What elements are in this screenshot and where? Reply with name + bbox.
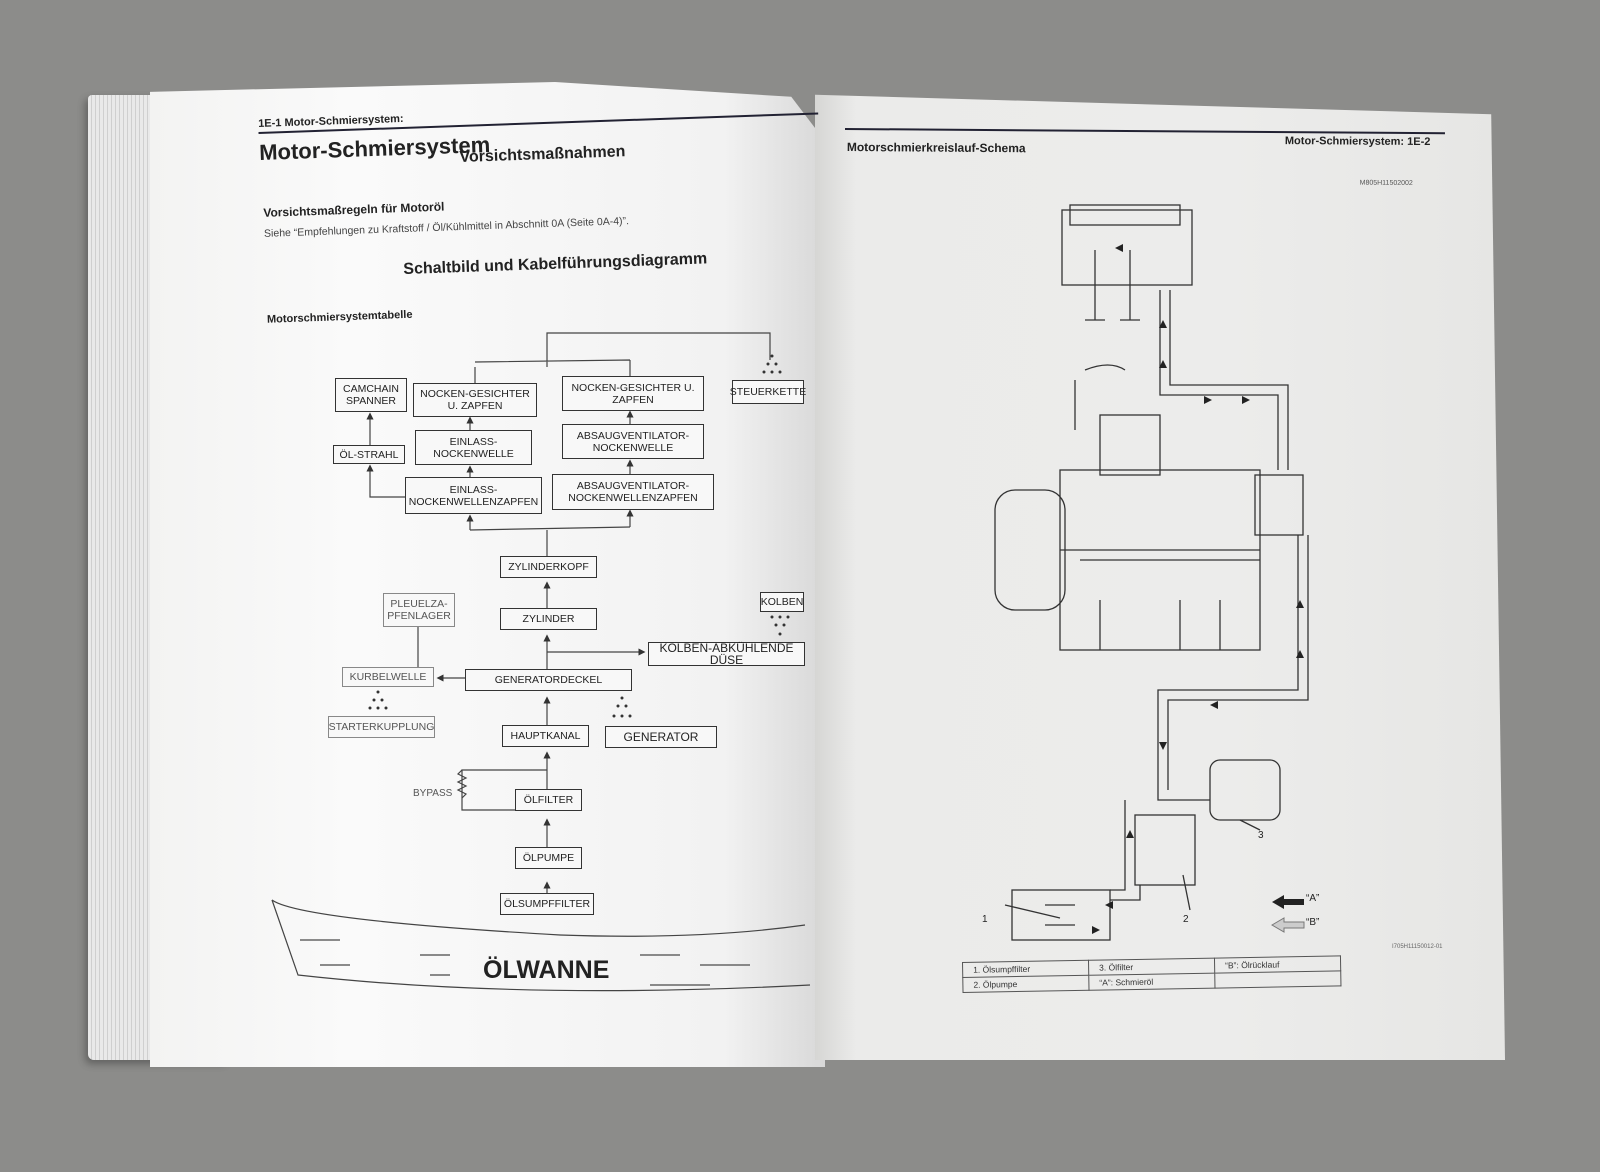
box-oelsumpffilter: ÖLSUMPFFILTER — [500, 893, 594, 915]
box-nocken-gesichter-right: NOCKEN-GESICHTER U. ZAPFEN — [562, 376, 704, 411]
box-pleuelzapfenlager: PLEUELZA- PFENLAGER — [383, 593, 455, 627]
oil-drip-icons — [368, 354, 790, 718]
callout-3: 3 — [1258, 830, 1264, 841]
box-einlass-nockenwelle: EINLASS- NOCKENWELLE — [415, 430, 532, 465]
box-einlass-zapfen: EINLASS- NOCKENWELLENZAPFEN — [405, 477, 542, 514]
box-oelfilter: ÖLFILTER — [515, 789, 582, 811]
box-generatordeckel: GENERATORDECKEL — [465, 669, 632, 691]
box-generator: GENERATOR — [605, 726, 717, 748]
box-kolben: KOLBEN — [760, 592, 804, 612]
arrow-b-label: “B” — [1306, 917, 1320, 928]
box-absaug-zapfen: ABSAUGVENTILATOR- NOCKENWELLENZAPFEN — [552, 474, 714, 510]
oelwanne-label: ÖLWANNE — [483, 956, 610, 984]
box-hauptkanal: HAUPTKANAL — [502, 725, 589, 747]
arrow-a-label: “A” — [1306, 893, 1320, 904]
arrow-a-icon — [1272, 895, 1304, 909]
callout-2: 2 — [1183, 914, 1189, 925]
bypass-label: BYPASS — [413, 788, 453, 799]
box-oelpumpe: ÖLPUMPE — [515, 847, 582, 869]
legend-cell: 2. Ölpumpe — [962, 975, 1090, 993]
box-oel-strahl: ÖL-STRAHL — [333, 445, 405, 464]
box-kurbelwelle: KURBELWELLE — [342, 667, 434, 687]
box-zylinderkopf: ZYLINDERKOPF — [500, 556, 597, 578]
figure-code: I705H11150012-01 — [1392, 944, 1443, 950]
box-zylinder: ZYLINDER — [500, 608, 597, 630]
legend-table: 1. Ölsumpffilter 3. Ölfilter “B”: Ölrück… — [962, 955, 1341, 993]
box-camchain-spanner: CAMCHAIN SPANNER — [335, 378, 407, 412]
box-absaug-nockenwelle: ABSAUGVENTILATOR- NOCKENWELLE — [562, 424, 704, 459]
legend-cell: “A”: Schmieröl — [1088, 973, 1215, 991]
box-kolben-abkuehlende-duese: KOLBEN-ABKÜHLENDE DÜSE — [648, 642, 805, 666]
box-nocken-gesichter-left: NOCKEN-GESICHTER U. ZAPFEN — [413, 383, 537, 417]
box-steuerkette: STEUERKETTE — [730, 380, 806, 404]
legend-cell — [1214, 970, 1341, 989]
left-page — [150, 82, 825, 1067]
box-starterkupplung: STARTERKUPPLUNG — [328, 716, 435, 738]
callout-1: 1 — [982, 914, 988, 925]
right-page — [815, 94, 1505, 1060]
arrow-b-icon — [1271, 917, 1305, 933]
